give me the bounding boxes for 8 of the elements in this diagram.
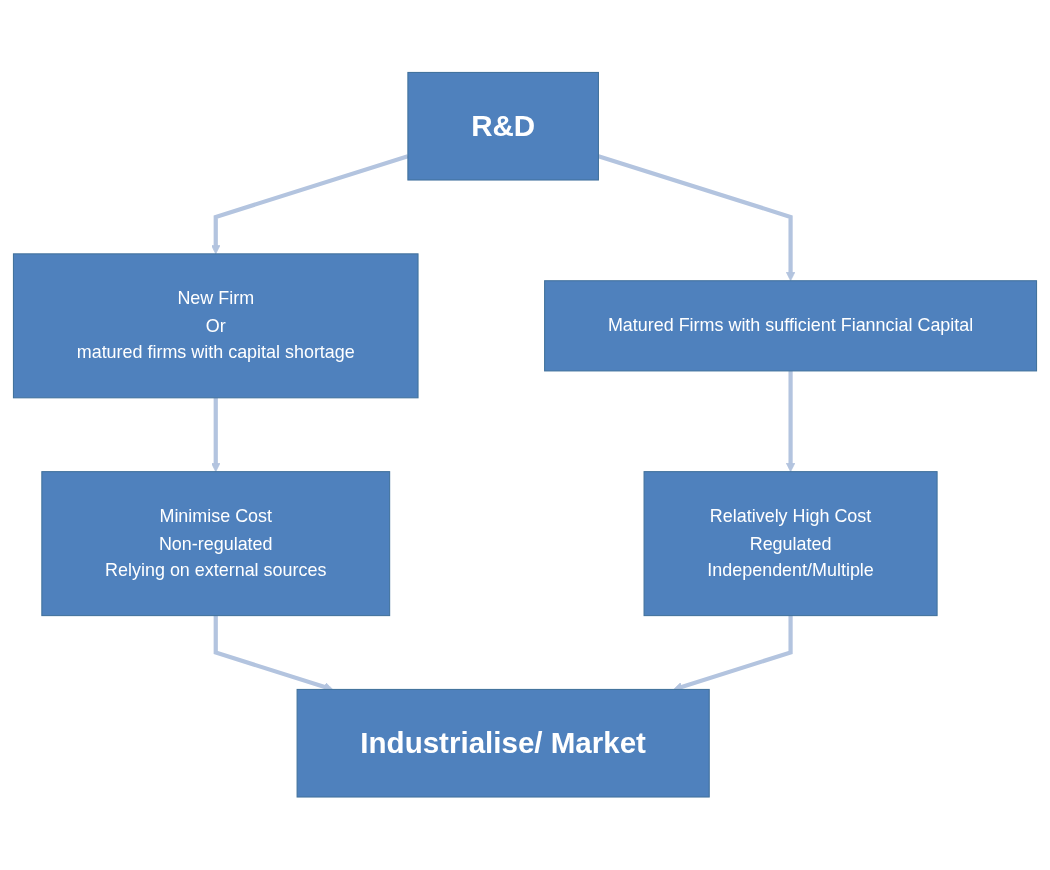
node-box: Relatively High Cost Regulated Independent/Multiple	[643, 471, 938, 617]
arrow	[211, 398, 221, 473]
node-box: Minimise Cost Non-regulated Relying on external sources	[41, 471, 391, 617]
arrow	[785, 371, 796, 473]
node-box: Industrialise/ Market	[296, 689, 710, 798]
node-box: Matured Firms with sufficient Fianncial Capital	[544, 280, 1038, 372]
node-box: R&D	[407, 72, 599, 181]
node-box: New Firm Or matured firms with capital shortage	[12, 253, 419, 399]
